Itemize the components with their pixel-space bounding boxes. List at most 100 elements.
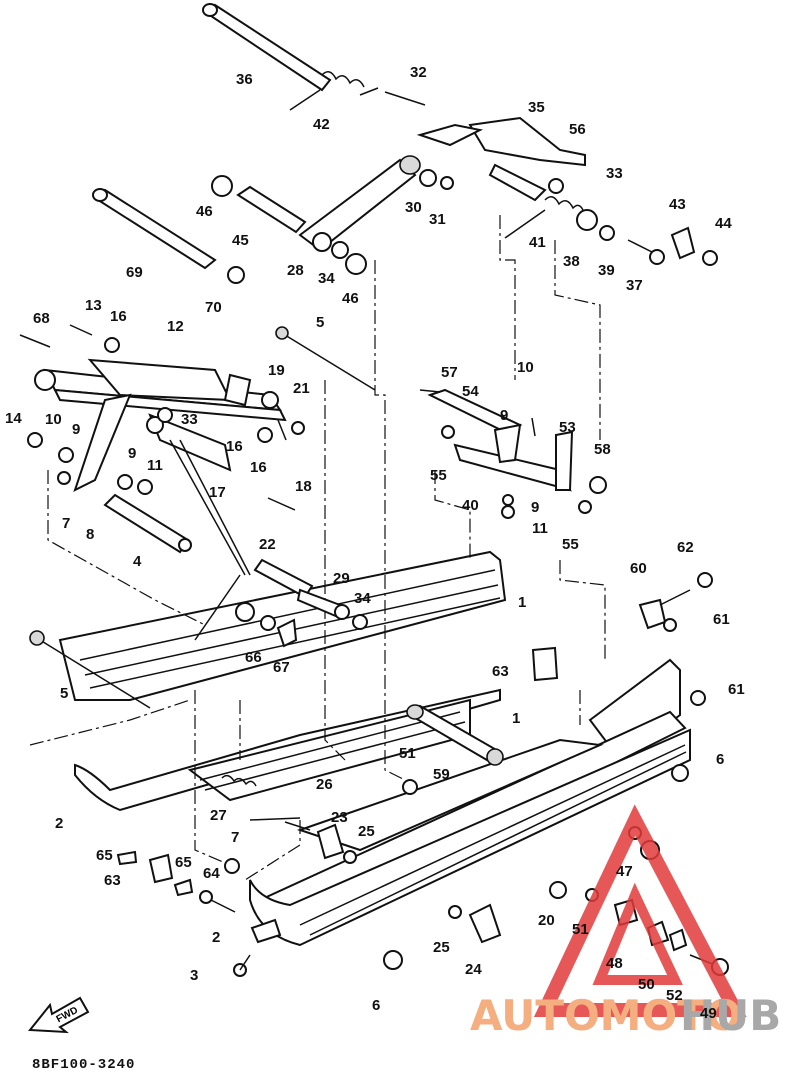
part-callout-10a: 10 (45, 411, 62, 428)
part-callout-7a: 7 (62, 515, 70, 532)
part-callout-46b: 46 (342, 290, 359, 307)
part-callout-11a: 11 (147, 457, 163, 474)
side-bolts-right (531, 572, 713, 782)
part-callout-29: 29 (333, 570, 350, 587)
part-callout-63a: 63 (104, 872, 121, 889)
part-callout-25b: 25 (433, 939, 450, 956)
part-callout-57: 57 (441, 364, 458, 381)
tension-rods (169, 439, 251, 641)
watermark-right-text: HUB (680, 991, 781, 1040)
part-callout-1: 1 (518, 594, 526, 611)
part-callout-33b: 33 (606, 165, 623, 182)
part-callout-22: 22 (259, 536, 276, 553)
part-callout-34b: 34 (354, 590, 371, 607)
part-callout-30: 30 (405, 199, 422, 216)
part-callout-50: 50 (638, 976, 655, 993)
spring-41 (504, 196, 584, 239)
part-callout-13: 13 (85, 297, 102, 314)
part-callout-11b: 11 (532, 520, 548, 537)
part-callout-45: 45 (232, 232, 249, 249)
watermark-logo: AUTOMOTO HUB (470, 804, 781, 1040)
part-callout-40: 40 (462, 497, 479, 514)
front-shock-4 (103, 493, 192, 554)
part-callout-33a: 33 (181, 411, 198, 428)
part-callout-52: 52 (666, 987, 683, 1004)
part-callout-16c: 16 (250, 459, 267, 476)
part-callout-23: 23 (331, 809, 348, 826)
part-callout-17: 17 (209, 484, 226, 501)
shaft-45 (236, 185, 307, 234)
part-callout-4: 4 (133, 553, 142, 570)
part-callout-44: 44 (715, 215, 732, 232)
part-callout-47: 47 (616, 863, 633, 880)
part-callout-53: 53 (559, 419, 576, 436)
part-callout-48: 48 (606, 955, 623, 972)
part-callout-64: 64 (203, 865, 220, 882)
part-callout-26: 26 (316, 776, 333, 793)
part-callout-8: 8 (86, 526, 94, 543)
part-callout-9b: 9 (128, 445, 136, 462)
part-callout-21: 21 (293, 380, 310, 397)
part-callout-59: 59 (433, 766, 450, 783)
part-callout-27: 27 (210, 807, 227, 824)
part-callout-38: 38 (563, 253, 580, 270)
part-callout-2a: 2 (55, 815, 63, 832)
part-callout-68: 68 (33, 310, 50, 327)
part-callout-20: 20 (538, 912, 555, 929)
front-arm-assembly (19, 324, 305, 511)
diagram-code: 8BF100-3240 (32, 1057, 136, 1073)
part-callout-62: 62 (677, 539, 694, 556)
part-callout-9a: 9 (72, 421, 80, 438)
part-callout-6b: 6 (716, 751, 724, 768)
part-callout-3: 3 (190, 967, 198, 984)
shaft-59 (406, 704, 504, 766)
part-callout-6a: 6 (372, 997, 380, 1014)
part-callout-36: 36 (236, 71, 253, 88)
part-callout-65b: 65 (175, 854, 192, 871)
fwd-arrow: FWD (28, 996, 90, 1034)
part-callout-37: 37 (626, 277, 643, 294)
part-callout-32: 32 (410, 64, 427, 81)
part-callout-51b: 51 (572, 921, 589, 938)
part-callout-70: 70 (205, 299, 222, 316)
part-callout-60: 60 (630, 560, 647, 577)
part-callout-24: 24 (465, 961, 482, 978)
collar-22-29 (235, 558, 368, 648)
part-callout-65a: 65 (96, 847, 113, 864)
part-callout-16a: 16 (110, 308, 127, 325)
part-callout-54: 54 (462, 383, 479, 400)
bracket-35 (416, 116, 586, 202)
part-callout-1b: 1 (512, 710, 520, 727)
shock-absorber-upper (298, 155, 421, 252)
part-callout-5b: 5 (60, 685, 68, 702)
shaft-36 (202, 3, 332, 92)
part-callout-19: 19 (268, 362, 285, 379)
part-callout-41: 41 (529, 234, 546, 251)
part-callout-46a: 46 (196, 203, 213, 220)
part-callout-51a: 51 (399, 745, 416, 762)
part-callout-35: 35 (528, 99, 545, 116)
part-callout-55a: 55 (430, 467, 447, 484)
part-callout-39: 39 (598, 262, 615, 279)
part-callout-9d: 9 (531, 499, 539, 516)
part-callout-56: 56 (569, 121, 586, 138)
part-callout-31: 31 (429, 211, 446, 228)
part-callout-10b: 10 (517, 359, 534, 376)
bushings-upper (211, 91, 718, 284)
part-callout-66: 66 (245, 649, 262, 666)
part-callout-5a: 5 (316, 314, 324, 331)
part-callout-34a: 34 (318, 270, 335, 287)
right-slide-rail (249, 658, 691, 947)
part-callout-63b: 63 (492, 663, 509, 680)
part-callout-49: 49 (700, 1005, 717, 1022)
part-callout-7b: 7 (231, 829, 239, 846)
bolt-5-lower (29, 630, 151, 709)
bolt-5-upper (275, 326, 376, 391)
part-callout-43: 43 (669, 196, 686, 213)
assembly-guide-lines (29, 215, 606, 881)
part-callout-42: 42 (313, 116, 330, 133)
part-callout-58: 58 (594, 441, 611, 458)
part-callout-61b: 61 (728, 681, 745, 698)
